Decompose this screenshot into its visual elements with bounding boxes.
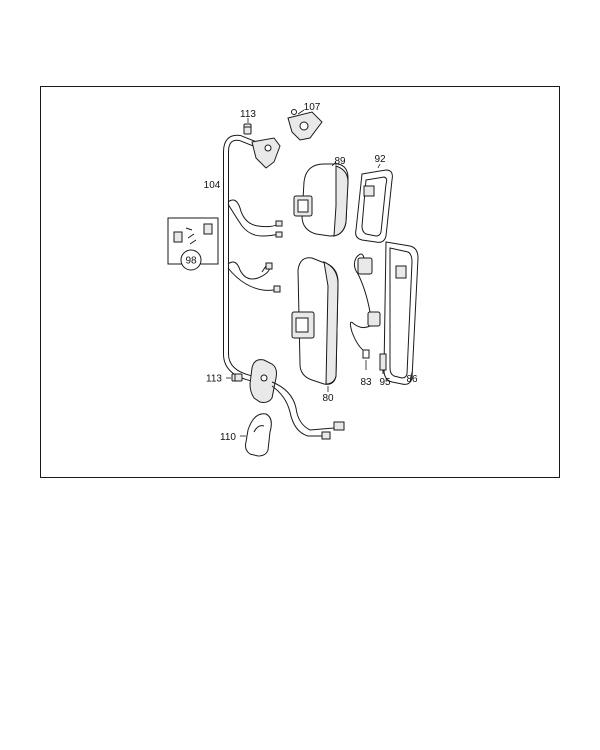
callout-screw-top: 113 bbox=[240, 109, 256, 120]
callout-heater-element: 83 bbox=[360, 377, 372, 388]
callout-connector-clip: 95 bbox=[379, 377, 391, 388]
top-bracket-leader bbox=[297, 109, 305, 115]
small-parts-kit bbox=[167, 217, 219, 271]
callout-screw-bottom: 113 bbox=[206, 374, 222, 385]
upper-arm-mount bbox=[251, 137, 281, 169]
callout-cover-bottom: 110 bbox=[220, 432, 236, 443]
connector-clip bbox=[379, 353, 387, 374]
heater-element bbox=[349, 253, 381, 359]
top-screw bbox=[243, 123, 252, 135]
small-glass-leader bbox=[377, 163, 381, 169]
small-housing-leader bbox=[331, 161, 337, 167]
callout-arm: 104 bbox=[204, 180, 221, 191]
callout-housing-large: 80 bbox=[322, 393, 334, 404]
top-bracket bbox=[287, 109, 323, 141]
bottom-screw bbox=[231, 373, 243, 382]
exploded-parts-diagram: 113 107 104 98 89 bbox=[40, 86, 560, 478]
lower-cable bbox=[271, 381, 345, 440]
lower-arm-mount bbox=[249, 359, 277, 403]
callout-bracket-top: 107 bbox=[304, 102, 321, 113]
lower-wiring-harness bbox=[227, 261, 281, 293]
small-mirror-glass bbox=[355, 169, 393, 243]
diagram-frame: 113 107 104 98 89 bbox=[40, 86, 560, 478]
bottom-cover bbox=[245, 413, 272, 457]
upper-wiring-harness bbox=[227, 199, 283, 238]
callout-kit: 98 bbox=[185, 256, 197, 267]
callout-glass-small: 92 bbox=[374, 154, 386, 165]
small-mirror-housing bbox=[293, 163, 349, 237]
callout-housing-small: 89 bbox=[334, 156, 346, 167]
large-mirror-housing bbox=[291, 257, 339, 385]
large-glass-leader bbox=[409, 371, 413, 383]
callout-glass-large: 86 bbox=[406, 374, 418, 385]
large-mirror-glass bbox=[383, 241, 419, 385]
